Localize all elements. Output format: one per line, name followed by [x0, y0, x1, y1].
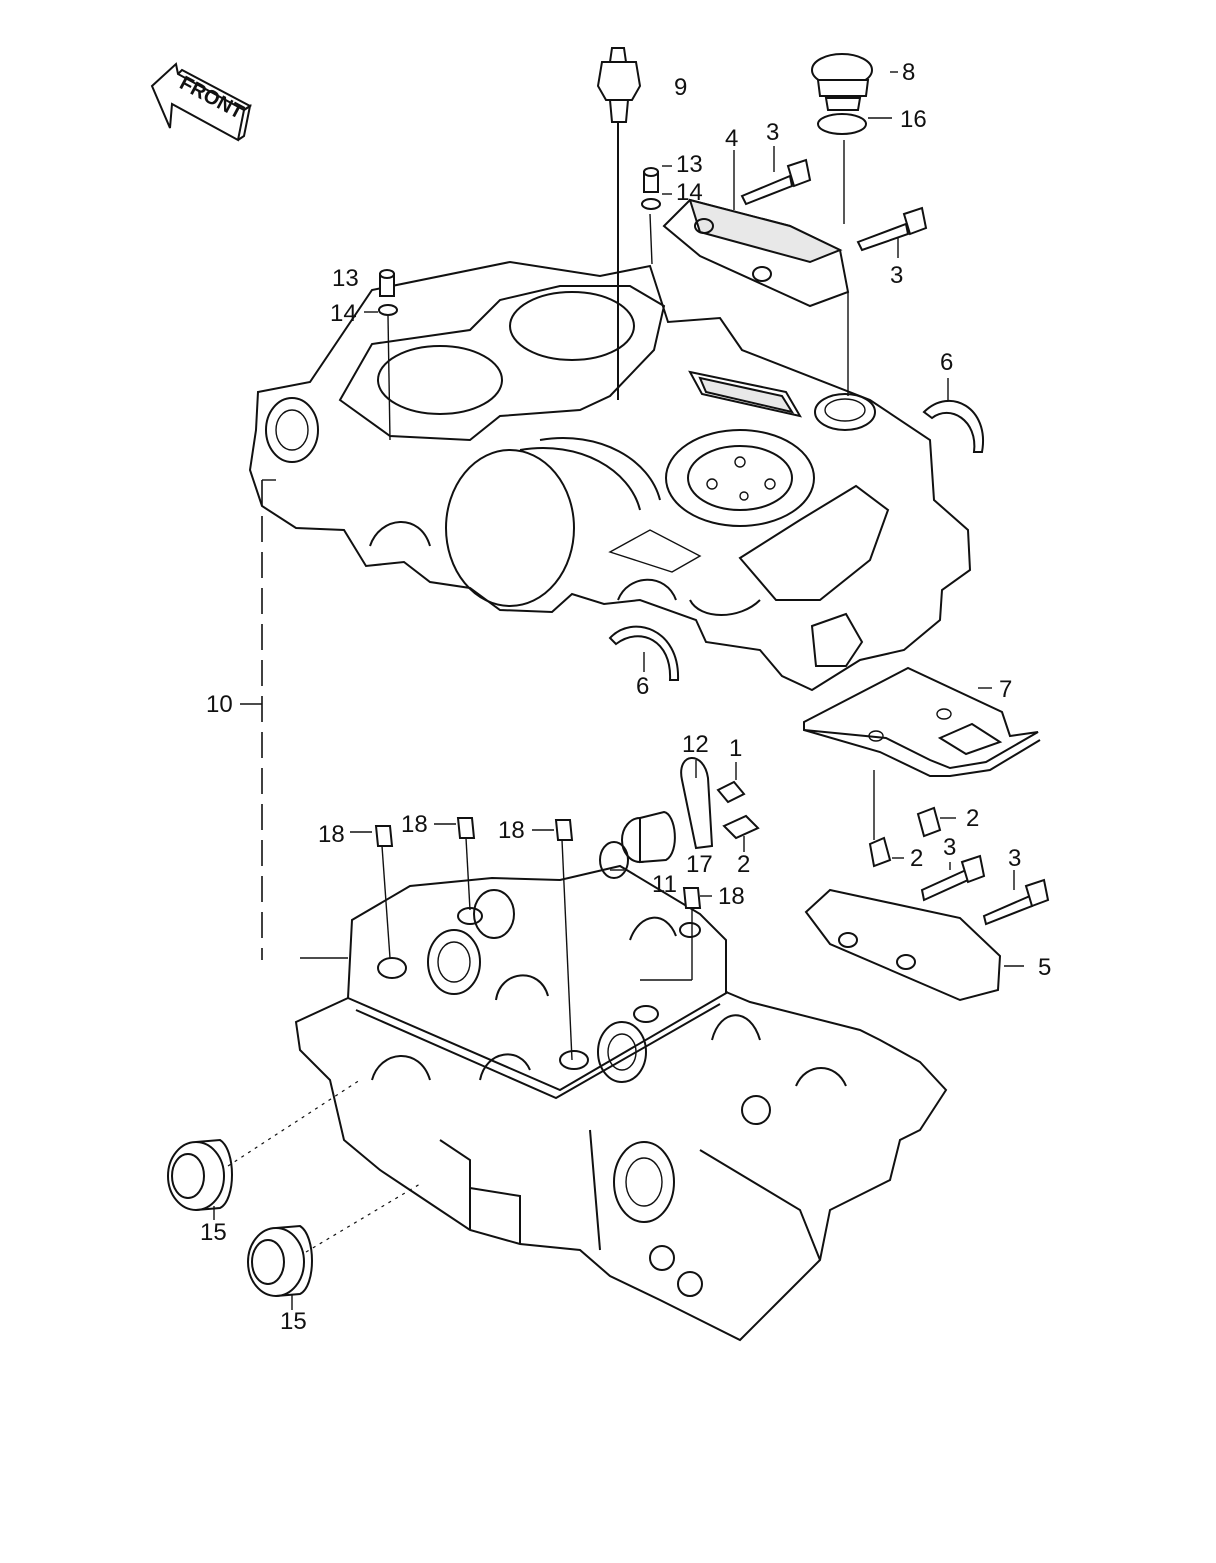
- callout-1: 1: [729, 735, 742, 762]
- callout-11: 11: [652, 871, 677, 898]
- bolt-part-2c: [868, 836, 892, 868]
- callout-2: 2: [737, 851, 750, 878]
- bolt-part-2b: [916, 806, 942, 838]
- plug-part-17: [621, 810, 676, 864]
- bracket-part-12: [680, 757, 714, 850]
- washer-part-14b: [378, 304, 398, 316]
- switch-part-9: [596, 47, 642, 123]
- bolt-part-3c: [920, 854, 986, 902]
- o-ring-part-11: [599, 841, 629, 879]
- cover-part-5: [804, 888, 1002, 1002]
- dowel-part-13a: [643, 167, 659, 193]
- plug-part-18a: [374, 825, 394, 847]
- bolt-part-3d: [982, 878, 1050, 926]
- upper-crankcase: [248, 260, 972, 692]
- callout-4: 4: [725, 125, 738, 152]
- callout-18: 18: [401, 811, 428, 838]
- callout-18: 18: [718, 883, 745, 910]
- bolt-part-3b: [856, 206, 928, 252]
- callout-7: 7: [999, 676, 1012, 703]
- callout-15: 15: [200, 1219, 227, 1246]
- callout-15: 15: [280, 1308, 307, 1335]
- seal-part-15a: [167, 1138, 233, 1211]
- callout-5: 5: [1038, 954, 1051, 981]
- seal-part-15b: [247, 1224, 313, 1297]
- callout-6: 6: [940, 349, 953, 376]
- plug-part-18c: [554, 819, 574, 841]
- callout-6: 6: [636, 673, 649, 700]
- callout-14: 14: [330, 300, 357, 327]
- callout-13: 13: [332, 265, 359, 292]
- callout-10: 10: [206, 691, 233, 718]
- callout-14: 14: [676, 179, 703, 206]
- callout-12: 12: [682, 731, 709, 758]
- callout-3: 3: [943, 834, 956, 861]
- callout-18: 18: [498, 817, 525, 844]
- bearing-shell-part-6a: [922, 400, 985, 453]
- front-arrow-icon: FRONT: [150, 62, 252, 142]
- dowel-part-13b: [379, 269, 395, 297]
- bolt-part-2a: [722, 814, 760, 840]
- cap-part-8: [811, 53, 873, 111]
- callout-8: 8: [902, 59, 915, 86]
- leader-lines: [213, 71, 1024, 1310]
- plug-part-18b: [456, 817, 476, 839]
- callout-16: 16: [900, 106, 927, 133]
- bolt-part-3a: [740, 158, 812, 206]
- washer-part-14a: [641, 198, 661, 210]
- lower-crankcase: [294, 864, 948, 1342]
- callout-3: 3: [890, 262, 903, 289]
- cover-part-4: [662, 198, 850, 308]
- plug-part-18d: [682, 887, 702, 909]
- o-ring-part-16: [817, 113, 867, 135]
- bolt-part-1: [716, 780, 746, 804]
- callout-9: 9: [674, 74, 687, 101]
- callout-2: 2: [910, 845, 923, 872]
- plate-part-7: [803, 666, 1041, 777]
- callout-2: 2: [966, 805, 979, 832]
- callout-17: 17: [686, 851, 713, 878]
- callout-13: 13: [676, 151, 703, 178]
- bearing-shell-part-6b: [608, 625, 680, 681]
- callout-18: 18: [318, 821, 345, 848]
- callout-3: 3: [766, 119, 779, 146]
- callout-3: 3: [1008, 845, 1021, 872]
